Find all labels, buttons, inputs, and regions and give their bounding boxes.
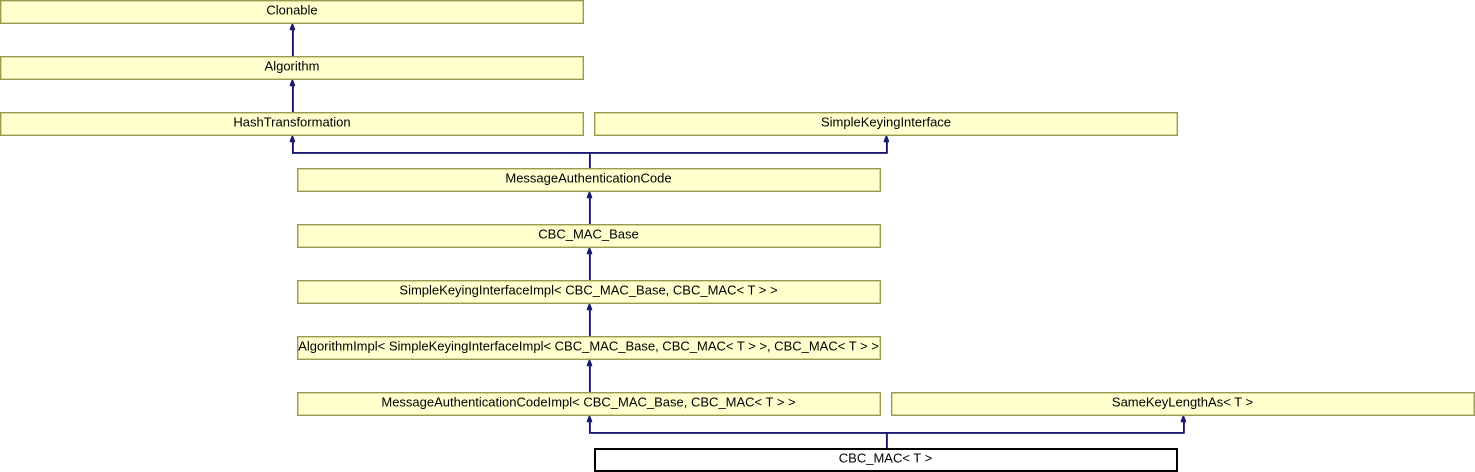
svg-text:MessageAuthenticationCodeImpl<: MessageAuthenticationCodeImpl< CBC_MAC_B… [381, 395, 795, 410]
svg-text:SameKeyLengthAs< T >: SameKeyLengthAs< T > [1112, 395, 1253, 410]
svg-text:CBC_MAC< T >: CBC_MAC< T > [839, 451, 932, 466]
svg-text:SimpleKeyingInterfaceImpl< CBC: SimpleKeyingInterfaceImpl< CBC_MAC_Base,… [399, 283, 777, 298]
svg-text:SimpleKeyingInterface: SimpleKeyingInterface [821, 115, 951, 130]
svg-text:HashTransformation: HashTransformation [233, 115, 350, 130]
svg-text:Clonable: Clonable [266, 3, 317, 18]
svg-text:Algorithm: Algorithm [265, 59, 320, 74]
svg-text:AlgorithmImpl< SimpleKeyingInt: AlgorithmImpl< SimpleKeyingInterfaceImpl… [298, 339, 879, 354]
svg-text:CBC_MAC_Base: CBC_MAC_Base [538, 227, 638, 242]
svg-text:MessageAuthenticationCode: MessageAuthenticationCode [505, 171, 671, 186]
